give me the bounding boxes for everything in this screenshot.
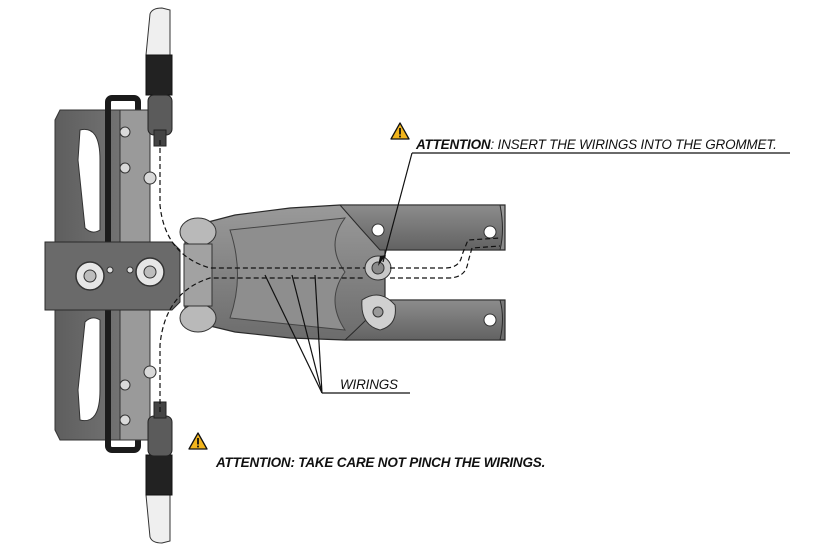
warning-triangle-icon bbox=[188, 432, 208, 450]
bottom-indicator-light bbox=[145, 401, 173, 544]
grommet-callout-prefix: ATTENTION bbox=[416, 137, 491, 152]
leader-lines bbox=[264, 152, 790, 394]
grommet-arrow bbox=[378, 255, 386, 266]
pinch-warning-callout: ATTENTION: TAKE CARE NOT PINCH THE WIRIN… bbox=[216, 455, 546, 470]
grommet-callout: ATTENTION: INSERT THE WIRINGS INTO THE G… bbox=[416, 137, 777, 152]
top-indicator-light bbox=[145, 7, 173, 147]
mounting-bar bbox=[44, 241, 181, 311]
wirings-label: WIRINGS bbox=[340, 377, 398, 392]
warning-triangle-icon bbox=[390, 122, 410, 140]
grommet-callout-text: : INSERT THE WIRINGS INTO THE GROMMET. bbox=[490, 137, 777, 152]
wiring-paths bbox=[159, 140, 501, 412]
connecting-arm bbox=[179, 204, 506, 341]
